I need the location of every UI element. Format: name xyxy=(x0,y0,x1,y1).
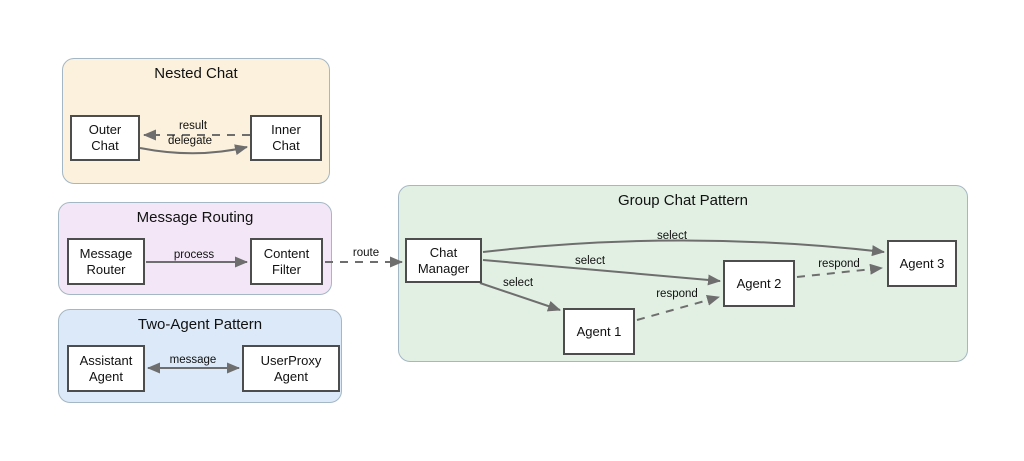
node-outer-chat-line2: Chat xyxy=(91,138,119,153)
group-chat-pattern-title: Group Chat Pattern xyxy=(617,192,749,209)
node-userproxy-agent: UserProxy Agent xyxy=(242,345,340,392)
edge-label-delegate: delegate xyxy=(167,135,213,147)
two-agent-pattern-title: Two-Agent Pattern xyxy=(137,316,263,333)
edge-label-respond-2: respond xyxy=(818,258,860,270)
node-agent-1-label: Agent 1 xyxy=(576,323,622,339)
node-inner-chat-line2: Chat xyxy=(272,138,300,153)
node-content-filter-line1: Content xyxy=(263,245,310,261)
node-assistant-agent-line1: Assistant xyxy=(79,352,133,368)
node-agent-3-label: Agent 3 xyxy=(899,255,945,271)
node-chat-manager: Chat Manager xyxy=(405,238,482,283)
node-agent-2-label: Agent 2 xyxy=(736,275,782,291)
node-agent-2: Agent 2 xyxy=(723,260,795,307)
edge-label-result: result xyxy=(178,120,208,132)
node-inner-chat-line1: Inner xyxy=(271,122,301,138)
message-routing-title: Message Routing xyxy=(136,209,254,226)
node-outer-chat-line1: Outer xyxy=(88,122,122,138)
node-outer-chat: Outer Chat xyxy=(70,115,140,161)
nested-chat-title: Nested Chat xyxy=(154,65,238,82)
node-assistant-agent-line2: Agent xyxy=(89,368,123,384)
node-message-router: Message Router xyxy=(67,238,145,285)
edge-label-respond-1: respond xyxy=(656,288,698,300)
edge-label-select-top: select xyxy=(656,230,688,242)
node-content-filter: Content Filter xyxy=(250,238,323,285)
node-chat-manager-line2: Manager xyxy=(417,260,470,276)
edge-label-route: route xyxy=(352,247,380,259)
node-message-router-line2: Router xyxy=(86,261,126,277)
node-agent-3: Agent 3 xyxy=(887,240,957,287)
node-userproxy-agent-line1: UserProxy xyxy=(260,352,322,368)
edge-label-message: message xyxy=(169,354,217,366)
node-content-filter-line2: Filter xyxy=(272,261,301,277)
group-chat-pattern-container: Group Chat Pattern xyxy=(398,185,968,362)
node-userproxy-agent-line2: Agent xyxy=(274,368,308,384)
edge-label-select-mid: select xyxy=(574,255,606,267)
node-agent-1: Agent 1 xyxy=(563,308,635,355)
node-assistant-agent: Assistant Agent xyxy=(67,345,145,392)
node-chat-manager-line1: Chat xyxy=(429,244,458,260)
node-inner-chat: Inner Chat xyxy=(250,115,322,161)
edge-label-select-low: select xyxy=(502,277,534,289)
node-message-router-line1: Message xyxy=(79,245,133,261)
edge-label-process: process xyxy=(173,249,215,261)
